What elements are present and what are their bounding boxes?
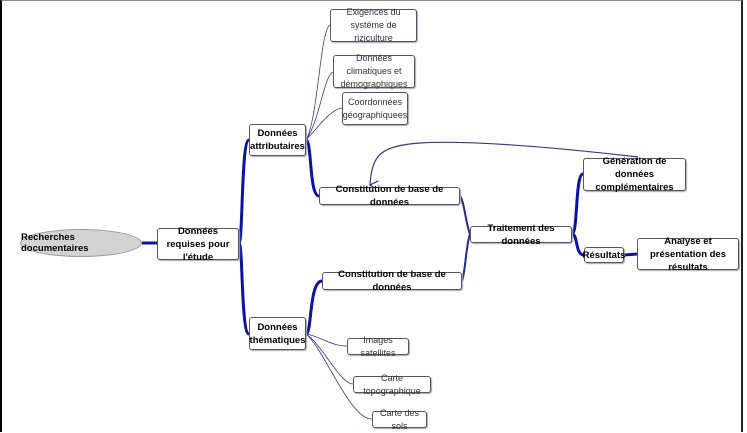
link-traitement-resultats (571, 232, 585, 257)
link-resultats-analyse (623, 252, 638, 257)
node-constitution-2[interactable]: Constitution de base de données (322, 269, 462, 293)
node-analyse[interactable]: Analyse et présentation des résultats (637, 236, 739, 273)
node-donnees-attributaires[interactable]: Données attributaires (249, 124, 306, 156)
link-requises-thematiques (237, 241, 251, 336)
link-attributaires-constitution1 (304, 138, 320, 198)
root-node[interactable]: Recherches documentaires (20, 229, 142, 257)
node-donnees-climatiques[interactable]: Données climatiques et démographiques (333, 53, 415, 89)
link-constitution1-traitement (459, 195, 471, 235)
node-constitution-1[interactable]: Constitution de base de données (319, 184, 460, 208)
node-traitement[interactable]: Traitement des données (470, 223, 572, 247)
link-requises-attributaires (237, 138, 251, 245)
link-attributaires-climatiques (305, 71, 334, 141)
link-thematiques-images (305, 333, 348, 347)
link-traitement-generation (570, 172, 585, 236)
node-donnees-thematiques[interactable]: Données thématiques (249, 317, 306, 350)
link-thematiques-constitution2 (304, 279, 323, 336)
node-resultats[interactable]: Résultats (583, 247, 625, 263)
link-attributaires-coordonnees (305, 107, 343, 141)
node-carte-des-sols[interactable]: Carte des sols (372, 408, 427, 431)
link-thematiques-topo (305, 333, 354, 385)
node-generation[interactable]: Génération de données complémentaires (583, 156, 686, 193)
node-donnees-requises[interactable]: Données requises pour l'étude (157, 226, 239, 263)
node-images-satellites[interactable]: Images satellites (347, 335, 409, 358)
link-thematiques-sols (305, 333, 373, 420)
link-constitution2-traitement (461, 233, 471, 282)
node-coordonnees[interactable]: Coordonnées géographiquees (342, 92, 408, 125)
node-carte-topographique[interactable]: Carte topographique (353, 373, 431, 396)
link-attributaires-exigences (305, 24, 331, 141)
feedback-arrow (370, 141, 639, 185)
node-exigences[interactable]: Exigences du système de riziculture (330, 7, 417, 43)
